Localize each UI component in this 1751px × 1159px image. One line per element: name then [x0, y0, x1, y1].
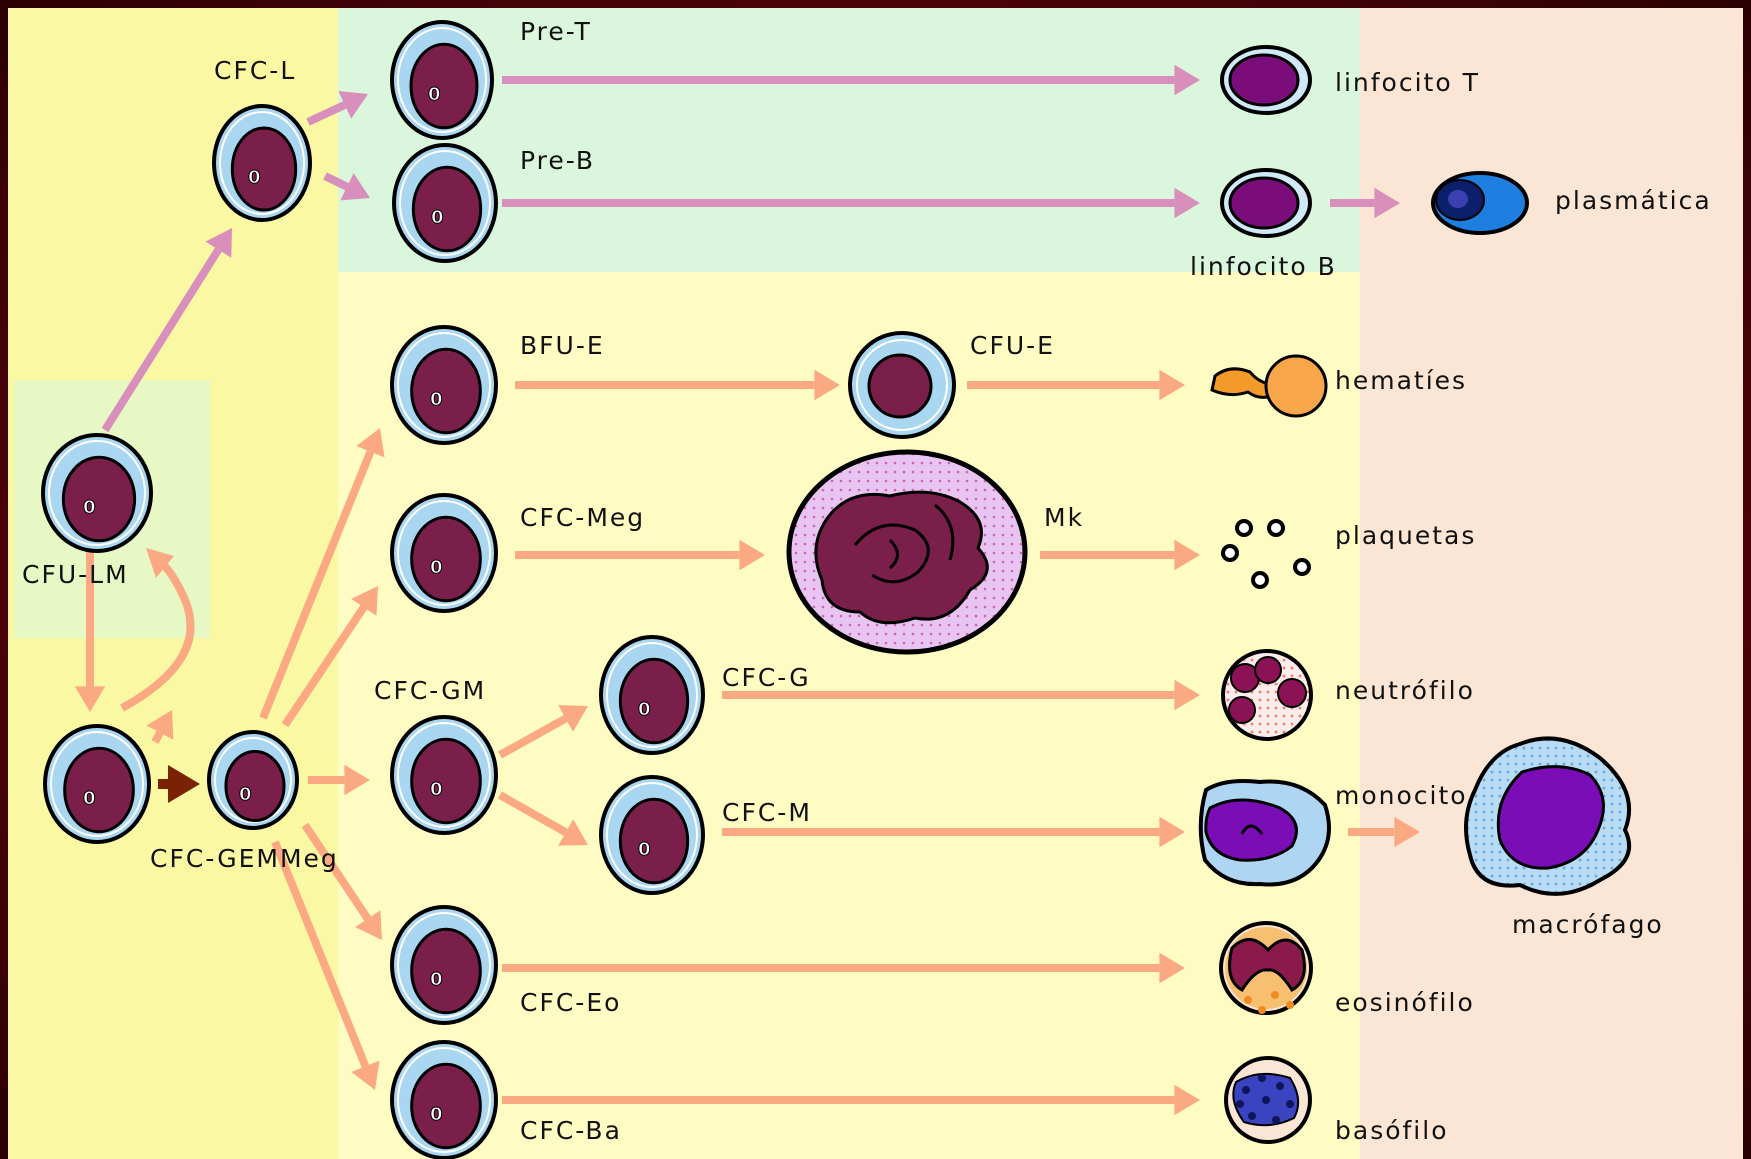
arrow-linfocito-b-to-plasmatica [1330, 188, 1400, 218]
arrow-mk-to-plaquetas [1040, 540, 1200, 570]
cell-pre-b: 0 [394, 145, 496, 261]
label-linfocito-t: linfocito T [1335, 70, 1480, 95]
label-macrofago: macrófago [1512, 912, 1664, 937]
cell-cfu-lm: 0 [43, 435, 151, 551]
cell-cfc-m: 0 [601, 777, 703, 893]
cell-mark: 0 [430, 557, 443, 578]
cell-linfocito-b [1222, 170, 1310, 236]
cell-linfocito-t [1222, 47, 1310, 113]
arrow-stem-to-gemmeg [158, 765, 200, 803]
cell-plasmatica [1433, 173, 1527, 233]
arrow-gemmeg-to-bfue [263, 428, 385, 718]
cell-mark: 0 [431, 207, 444, 228]
cell-macrofago [1466, 738, 1629, 893]
arrow-cfcgm-to-cfcg [500, 705, 588, 755]
label-cfc-m: CFC-M [722, 800, 812, 825]
label-cfu-lm: CFU-LM [22, 562, 129, 587]
cell-plaquetas [1223, 521, 1309, 587]
cell-mark: 0 [430, 389, 443, 410]
label-pre-b: Pre-B [520, 148, 595, 173]
arrow-cfcl-to-preb [325, 173, 370, 200]
label-bfu-e: BFU-E [520, 333, 605, 358]
arrow-cfcba-to-basofilo [502, 1085, 1200, 1115]
arrow-gemmeg-to-cfceo [305, 825, 382, 940]
label-cfc-gemmeg: CFC-GEMMeg [150, 846, 339, 871]
label-pre-t: Pre-T [520, 19, 592, 44]
arrow-cfue-to-hematies [967, 370, 1185, 400]
cell-eosinofilo [1221, 923, 1311, 1014]
arrow-bfue-to-cfue [515, 370, 840, 400]
label-mk: Mk [1044, 505, 1084, 530]
cell-mk [789, 452, 1025, 652]
arrow-monocito-to-macrofago [1348, 817, 1420, 847]
arrow-gemmeg-to-cfcmeg [285, 586, 378, 725]
arrow-cfcgm-to-cfcm [500, 795, 588, 846]
cell-mark: 0 [430, 779, 443, 800]
label-cfc-eo: CFC-Eo [520, 990, 621, 1015]
cell-cfc-g: 0 [601, 637, 703, 753]
label-basofilo: basófilo [1335, 1118, 1449, 1143]
cell-bfu-e: 0 [392, 327, 496, 443]
cell-basofilo [1226, 1058, 1310, 1142]
cell-mark: 0 [83, 788, 96, 809]
arrow-cfcl-to-pret [308, 91, 368, 122]
label-cfc-ba: CFC-Ba [520, 1118, 622, 1143]
cell-cfc-eo: 0 [392, 907, 496, 1023]
label-cfu-e: CFU-E [970, 333, 1055, 358]
arrow-cfulm-to-cfcl [105, 228, 232, 430]
arrow-loop-cfulm [122, 548, 191, 708]
cell-neutrofilo [1223, 651, 1311, 739]
cell-mark: 0 [638, 839, 651, 860]
cell-mark: 0 [638, 699, 651, 720]
arrow-pret-to-linfocito-t [502, 65, 1200, 95]
cell-cfc-gemmeg: 0 [209, 732, 297, 828]
cell-mark: 0 [83, 497, 96, 518]
label-monocito: monocito [1335, 783, 1468, 808]
cell-stem: 0 [45, 726, 149, 842]
arrow-gemmeg-to-cfcgm [308, 765, 370, 795]
label-linfocito-b: linfocito B [1190, 254, 1337, 279]
cell-cfc-meg: 0 [392, 495, 496, 611]
cell-mark: 0 [430, 969, 443, 990]
arrow-stem-to-cfulm-return [147, 710, 174, 742]
cell-hematies [1212, 356, 1326, 416]
arrow-cfcmeg-to-mk [515, 540, 765, 570]
label-plaquetas: plaquetas [1335, 523, 1476, 548]
arrow-cfceo-to-eosinofilo [502, 953, 1185, 983]
cell-cfc-ba: 0 [392, 1042, 496, 1158]
label-plasmatica: plasmática [1555, 188, 1712, 213]
cell-mark: 0 [430, 1104, 443, 1125]
label-hematies: hematíes [1335, 368, 1467, 393]
cell-mark: 0 [239, 784, 252, 805]
arrow-gemmeg-to-cfcba [275, 842, 380, 1090]
cell-cfc-gm: 0 [392, 717, 496, 833]
cell-mark: 0 [248, 167, 261, 188]
cell-cfc-l: 0 [214, 106, 310, 220]
label-cfc-meg: CFC-Meg [520, 505, 645, 530]
arrow-preb-to-linfocito-b [502, 188, 1200, 218]
cell-monocito [1201, 781, 1329, 884]
cell-cfu-e [850, 333, 954, 437]
cell-mark: 0 [428, 84, 441, 105]
label-eosinofilo: eosinófilo [1335, 990, 1475, 1015]
label-cfc-g: CFC-G [722, 665, 811, 690]
label-neutrofilo: neutrófilo [1335, 678, 1475, 703]
cell-pre-t: 0 [392, 22, 492, 138]
label-cfc-gm: CFC-GM [374, 678, 486, 703]
label-cfc-l: CFC-L [214, 58, 296, 83]
